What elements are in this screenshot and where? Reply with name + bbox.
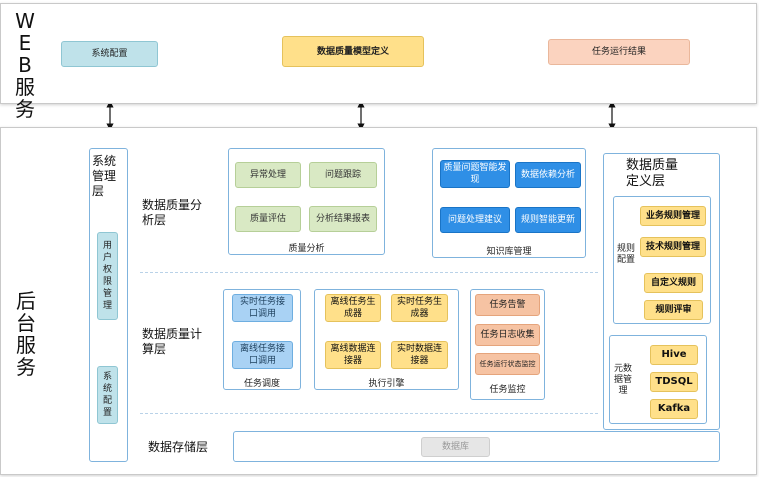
offline-task-generator-item[interactable]: 离线任务生成器 [325, 294, 381, 322]
smart-issue-discovery-item[interactable]: 质量问题智能发现 [440, 160, 510, 188]
backend-service-title: 后台服务 [16, 289, 36, 379]
realtime-task-generator-item[interactable]: 实时任务生成器 [391, 294, 448, 322]
offline-task-api-item[interactable]: 离线任务接口调用 [232, 341, 293, 369]
quality-assessment-item[interactable]: 质量评估 [235, 206, 301, 232]
data-dependency-item[interactable]: 数据依赖分析 [515, 162, 581, 188]
handling-suggestion-item[interactable]: 问题处理建议 [440, 207, 510, 233]
separator-compute [140, 413, 598, 414]
storage-layer-label: 数据存储层 [148, 440, 209, 454]
knowledge-base-caption: 知识库管理 [486, 247, 532, 257]
task-alert-item[interactable]: 任务告警 [475, 294, 540, 316]
system-config-button[interactable]: 系统配置 [61, 41, 158, 67]
issue-tracking-item[interactable]: 问题跟踪 [309, 162, 377, 188]
technical-rule-item[interactable]: 技术规则管理 [640, 237, 706, 257]
metadata-caption: 元数据管理 [613, 364, 632, 396]
realtime-data-connector-item[interactable]: 实时数据连接器 [391, 341, 448, 369]
compute-layer-label: 数据质量计算层 [142, 327, 203, 356]
task-result-button[interactable]: 任务运行结果 [548, 39, 690, 65]
task-log-item[interactable]: 任务日志收集 [475, 324, 540, 346]
kafka-item[interactable]: Kafka [650, 399, 698, 419]
hive-item[interactable]: Hive [650, 345, 698, 365]
task-status-monitor-item[interactable]: 任务运行状态监控 [475, 353, 540, 375]
system-config-item[interactable]: 系统配置 [97, 366, 118, 424]
execution-engine-caption: 执行引擎 [368, 379, 405, 389]
offline-data-connector-item[interactable]: 离线数据连接器 [325, 341, 381, 369]
analysis-report-item[interactable]: 分析结果报表 [309, 206, 377, 232]
quality-analysis-caption: 质量分析 [288, 244, 325, 254]
definition-layer-title: 数据质量定义层 [626, 158, 679, 189]
business-rule-item[interactable]: 业务规则管理 [640, 206, 706, 226]
web-service-title: WEB服务 [15, 9, 35, 121]
system-management-title: 系统管理层 [92, 154, 117, 198]
task-monitor-caption: 任务监控 [489, 385, 526, 395]
user-permission-item[interactable]: 用户权限管理 [97, 232, 118, 320]
analysis-layer-label: 数据质量分析层 [142, 198, 203, 227]
rule-config-caption: 规则配置 [616, 244, 635, 265]
task-scheduling-caption: 任务调度 [243, 379, 280, 389]
tdsql-item[interactable]: TDSQL [650, 372, 698, 392]
custom-rule-item[interactable]: 自定义规则 [644, 273, 703, 293]
database-item[interactable]: 数据库 [421, 437, 490, 457]
separator-analysis [140, 272, 598, 273]
exception-handling-item[interactable]: 异常处理 [235, 162, 301, 188]
data-quality-model-button[interactable]: 数据质量模型定义 [282, 36, 424, 67]
smart-rule-update-item[interactable]: 规则智能更新 [515, 207, 581, 233]
realtime-task-api-item[interactable]: 实时任务接口调用 [232, 294, 293, 322]
rule-review-item[interactable]: 规则评审 [644, 300, 703, 320]
